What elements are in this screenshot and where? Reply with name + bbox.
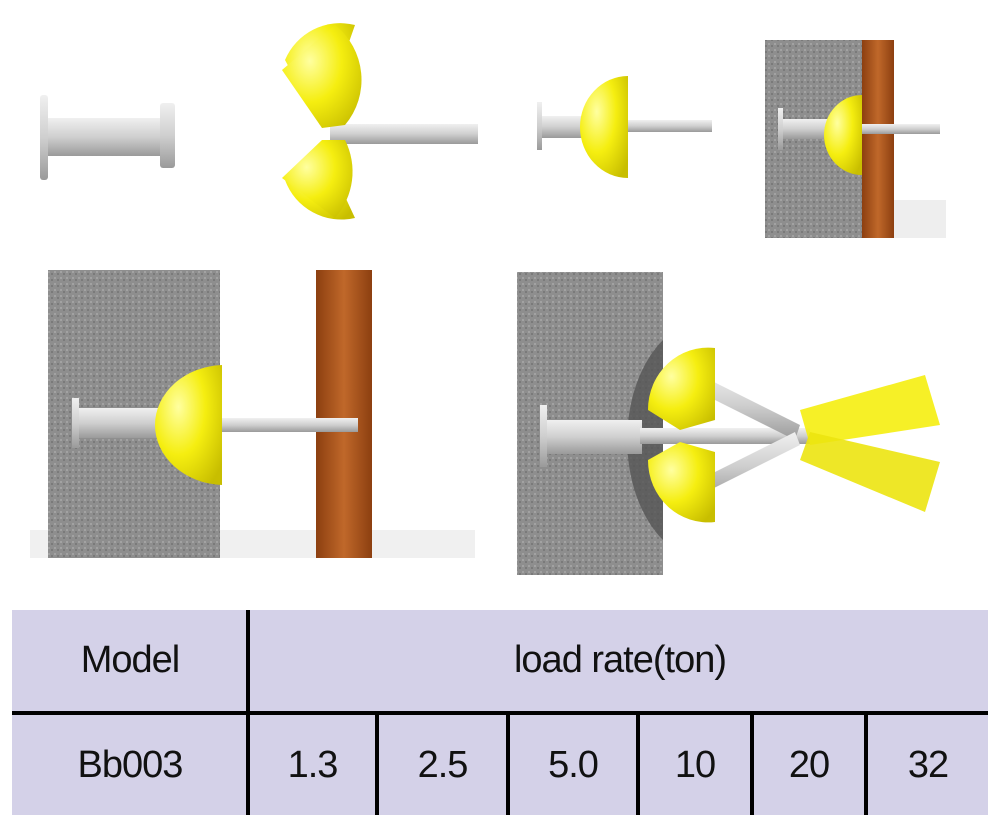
row-divider xyxy=(12,711,988,715)
anchor-split-open-figure xyxy=(282,23,478,220)
load-value: 5.0 xyxy=(548,743,599,786)
load-value: 10 xyxy=(674,743,716,786)
anchor-through-wall-figure xyxy=(30,270,475,558)
header-model: Model xyxy=(80,639,181,681)
column-divider xyxy=(864,711,868,815)
load-value: 20 xyxy=(788,743,830,786)
product-illustrations xyxy=(30,23,946,575)
column-divider xyxy=(636,711,640,815)
column-divider xyxy=(375,711,379,815)
load-value: 1.3 xyxy=(287,743,339,786)
column-divider xyxy=(506,711,510,815)
load-rate-table: Model load rate(ton) Bb003 1.3 2.5 5.0 1… xyxy=(12,610,988,815)
load-value: 32 xyxy=(907,743,949,786)
anchor-expanded-figure xyxy=(517,272,940,575)
anchor-assembled-figure xyxy=(537,76,712,178)
header-load-rate: load rate(ton) xyxy=(513,639,727,681)
anchor-in-wall-figure xyxy=(765,40,946,238)
column-divider xyxy=(750,711,754,815)
column-divider xyxy=(246,610,250,815)
model-value: Bb003 xyxy=(77,743,184,786)
anchor-bolt-figure xyxy=(40,95,175,180)
load-value: 2.5 xyxy=(417,743,469,786)
